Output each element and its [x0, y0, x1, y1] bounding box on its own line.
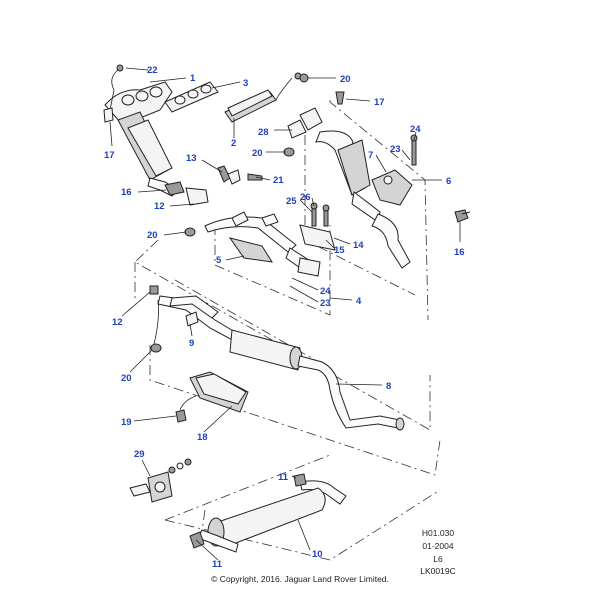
rear-heatshield [175, 371, 249, 423]
callout-24: 24 [320, 286, 331, 297]
callout-11: 11 [278, 472, 289, 483]
callout-12: 12 [154, 201, 165, 212]
callout-24: 24 [410, 124, 421, 135]
callout-13: 13 [186, 153, 197, 164]
intermediate-pipe-resonator [149, 285, 405, 431]
callout-labels: 22 1 3 20 17 17 2 28 24 23 7 6 20 13 21 … [104, 65, 465, 570]
callout-20: 20 [340, 74, 351, 85]
callout-20: 20 [147, 230, 158, 241]
front-left-manifold-catalyst [104, 81, 209, 206]
callout-14: 14 [353, 240, 364, 251]
callout-26: 26 [300, 192, 311, 203]
callout-12: 12 [112, 317, 123, 328]
callout-3: 3 [243, 78, 248, 89]
callout-7: 7 [368, 150, 373, 161]
callout-23: 23 [320, 298, 331, 309]
reference-number: H01.030 [421, 528, 455, 538]
manifold-gasket [164, 81, 219, 113]
callout-4: 4 [356, 296, 362, 307]
callout-28: 28 [258, 127, 269, 138]
clamp-assembly [129, 458, 192, 503]
callout-6: 6 [446, 176, 451, 187]
revision-date: 01-2004 [422, 541, 454, 551]
callout-16: 16 [121, 187, 132, 198]
callout-29: 29 [134, 449, 145, 460]
callout-23: 23 [390, 144, 401, 155]
front-right-catalyst [299, 107, 411, 269]
callout-17: 17 [374, 97, 385, 108]
callout-10: 10 [312, 549, 323, 560]
callout-20: 20 [252, 148, 263, 159]
heatshield [224, 89, 277, 123]
callout-5: 5 [216, 255, 222, 266]
callout-8: 8 [386, 381, 391, 392]
callout-18: 18 [197, 432, 208, 443]
assembly-boundary-lines [134, 100, 441, 561]
oxygen-sensor-right [454, 209, 471, 223]
crossover-pipe [204, 211, 321, 277]
callout-11: 11 [212, 559, 223, 570]
illustration-code: LK0019C [420, 566, 456, 576]
callout-2: 2 [231, 138, 236, 149]
rear-silencer [189, 473, 347, 553]
oxygen-sensors-top [103, 64, 345, 123]
callout-22: 22 [147, 65, 158, 76]
catalyst-bracket [371, 134, 418, 206]
callout-15: 15 [334, 245, 345, 256]
callout-9: 9 [189, 338, 194, 349]
callout-19: 19 [121, 417, 132, 428]
copyright-notice: © Copyright, 2016. Jaguar Land Rover Lim… [211, 574, 389, 584]
callout-1: 1 [190, 73, 196, 84]
leader-lines [109, 67, 461, 561]
callout-17: 17 [104, 150, 115, 161]
callout-16: 16 [454, 247, 465, 258]
mounting-brackets-centre [184, 73, 336, 251]
callout-20: 20 [121, 373, 132, 384]
callout-25: 25 [286, 196, 297, 207]
page-code: L6 [433, 554, 443, 564]
callout-21: 21 [273, 175, 284, 186]
